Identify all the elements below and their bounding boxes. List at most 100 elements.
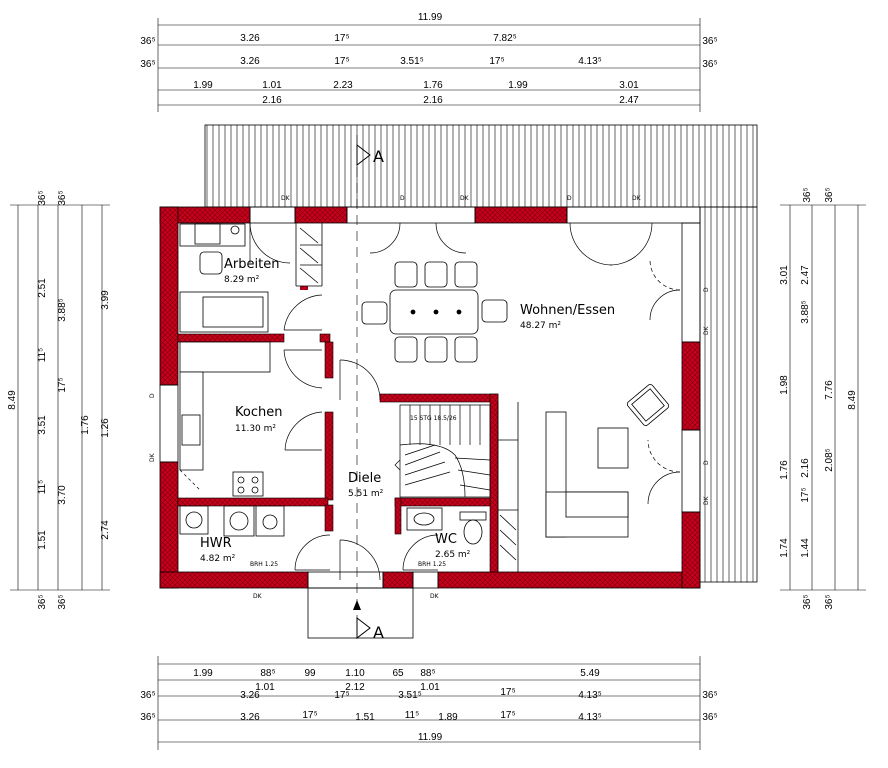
dimension-lines	[10, 18, 866, 750]
section-label-bottom: A	[373, 623, 384, 642]
room-name-kochen: Kochen	[235, 405, 282, 420]
dim-top-r2-3: 7.82⁵	[493, 33, 517, 44]
dim-left-c-2: 2.74	[100, 520, 111, 540]
dim-left-c-0: 3.99	[100, 290, 111, 310]
label-brh-right: BRH 1.25	[418, 561, 446, 568]
dim-top-r2-2: 17⁵	[334, 33, 349, 44]
dim-top-r5-0: 2.16	[262, 95, 282, 106]
dim-bot-r4-0: 36⁵	[140, 712, 155, 723]
dim-right-c-0: 7.76	[824, 380, 835, 400]
dim-left-a-4: 11⁵	[37, 480, 48, 495]
room-area-wohnen: 48.27 m²	[520, 321, 561, 331]
dim-bot-r2-0: 1.01	[255, 682, 275, 693]
dim-bot-r3-2: 17⁵	[334, 690, 349, 701]
label-d-5: D	[149, 393, 156, 398]
label-brh-left: BRH 1.25	[250, 561, 278, 568]
dim-left-a-0: 36⁵	[37, 190, 48, 205]
dim-top-r3-6: 36⁵	[702, 59, 717, 70]
thin-lines	[159, 206, 701, 639]
dim-left-b-1: 3.88⁵	[57, 298, 68, 322]
dim-right-a-2: 1.98	[779, 375, 790, 395]
entrance-arrow-icon	[353, 600, 361, 610]
dim-right-b-2: 3.88⁵	[800, 300, 811, 324]
dim-left-b-2: 17⁵	[57, 377, 68, 392]
room-area-wc: 2.65 m²	[435, 550, 471, 560]
dim-left-b-3: 1.76	[80, 415, 91, 435]
label-dk-5: DK	[430, 593, 440, 600]
dim-top-total: 11.99	[418, 12, 443, 23]
dim-bot-r4-4: 11⁵	[405, 710, 420, 721]
dim-bot-r3-5: 4.13⁵	[578, 690, 602, 701]
dim-bot-r4-8: 36⁵	[702, 712, 717, 723]
dim-bot-r4-3: 1.51	[355, 712, 375, 723]
dim-top-r5-1: 2.16	[423, 95, 443, 106]
dim-bot-r4-2: 17⁵	[302, 710, 317, 721]
label-dk-1: DK	[281, 195, 291, 202]
label-dk-6: DK	[703, 325, 710, 335]
interior-walls	[177, 333, 499, 573]
dim-top-r4-3: 1.76	[423, 80, 443, 91]
dim-right-a-5: 36⁵	[802, 594, 813, 609]
dim-bot-r4-6: 17⁵	[500, 710, 515, 721]
dim-top-r3-1: 3.26	[240, 56, 260, 67]
dim-left-c-1: 1.26	[100, 418, 111, 438]
dim-left-b-0: 36⁵	[57, 190, 68, 205]
dim-bot-r1-6: 5.49	[580, 668, 600, 679]
dim-top-r5-2: 2.47	[619, 95, 639, 106]
dim-right-c-1: 2.08⁵	[824, 448, 835, 472]
room-name-hwr: HWR	[200, 536, 232, 551]
terrace	[204, 124, 758, 583]
dim-right-a-1: 3.01	[779, 265, 790, 285]
dim-right-total: 8.49	[847, 390, 858, 410]
dims-bottom: 1.99 88⁵ 99 1.10 65 88⁵ 5.49 1.01 2.12 1…	[140, 668, 717, 743]
dim-bot-r1-5: 88⁵	[420, 668, 435, 679]
dim-top-r3-2: 17⁵	[334, 56, 349, 67]
label-dk-8: DK	[149, 452, 156, 462]
dim-left-a-3: 3.51	[37, 415, 48, 435]
dim-top-r4-2: 2.23	[333, 80, 353, 91]
label-dk-3: DK	[632, 195, 642, 202]
room-labels: Arbeiten 8.29 m² Wohnen/Essen 48.27 m² K…	[200, 257, 615, 564]
section-arrow-bottom-icon	[356, 616, 371, 640]
dim-right-a-3: 1.76	[779, 460, 790, 480]
section-label-top: A	[373, 147, 384, 166]
label-d-1: D	[400, 195, 405, 202]
dim-bot-r3-3: 3.51⁵	[398, 690, 422, 701]
dim-top-r4-1: 1.01	[262, 80, 282, 91]
dims-top: 11.99 36⁵ 3.26 17⁵ 7.82⁵ 36⁵ 36⁵ 3.26 17…	[140, 12, 717, 106]
section-markers: A A	[353, 143, 384, 642]
furniture	[179, 223, 670, 545]
staircase	[394, 404, 491, 498]
dim-top-r2-0: 36⁵	[140, 36, 155, 47]
dim-top-r2-4: 36⁵	[702, 36, 717, 47]
dim-bot-r1-3: 1.10	[345, 668, 365, 679]
dim-bot-r3-4: 17⁵	[500, 687, 515, 698]
dim-bot-r3-0: 36⁵	[140, 690, 155, 701]
dims-right: 36⁵ 3.01 1.98 1.76 1.74 36⁵ 36⁵ 2.47 3.8…	[779, 187, 858, 609]
dim-left-b-4: 3.70	[57, 485, 68, 505]
dim-right-b-6: 36⁵	[824, 594, 835, 609]
label-d-3: D	[703, 287, 710, 292]
dim-right-b-5: 1.44	[800, 538, 811, 558]
room-area-kochen: 11.30 m²	[235, 424, 276, 434]
dim-top-r4-4: 1.99	[508, 80, 528, 91]
room-area-hwr: 4.82 m²	[200, 554, 236, 564]
label-d-4: D	[703, 460, 710, 465]
dim-bot-r1-1: 88⁵	[260, 668, 275, 679]
dim-top-r4-0: 1.99	[193, 80, 213, 91]
dim-right-b-3: 2.16	[800, 458, 811, 478]
dim-bot-r1-2: 99	[304, 668, 316, 679]
dim-left-b-5: 36⁵	[57, 594, 68, 609]
dim-bot-r2-2: 1.01	[420, 682, 440, 693]
dim-left-total: 8.49	[7, 390, 18, 410]
room-area-diele: 5.51 m²	[348, 489, 384, 499]
room-area-arbeiten: 8.29 m²	[224, 275, 260, 285]
section-arrow-top-icon	[356, 143, 371, 167]
dim-bot-r4-7: 4.13⁵	[578, 712, 602, 723]
door-swings	[179, 222, 681, 581]
dim-bot-r2-1: 2.12	[345, 682, 365, 693]
label-dk-7: DK	[703, 495, 710, 505]
room-name-wohnen: Wohnen/Essen	[520, 303, 615, 318]
dim-right-b-0: 36⁵	[824, 187, 835, 202]
dim-top-r3-5: 4.13⁵	[578, 56, 602, 67]
